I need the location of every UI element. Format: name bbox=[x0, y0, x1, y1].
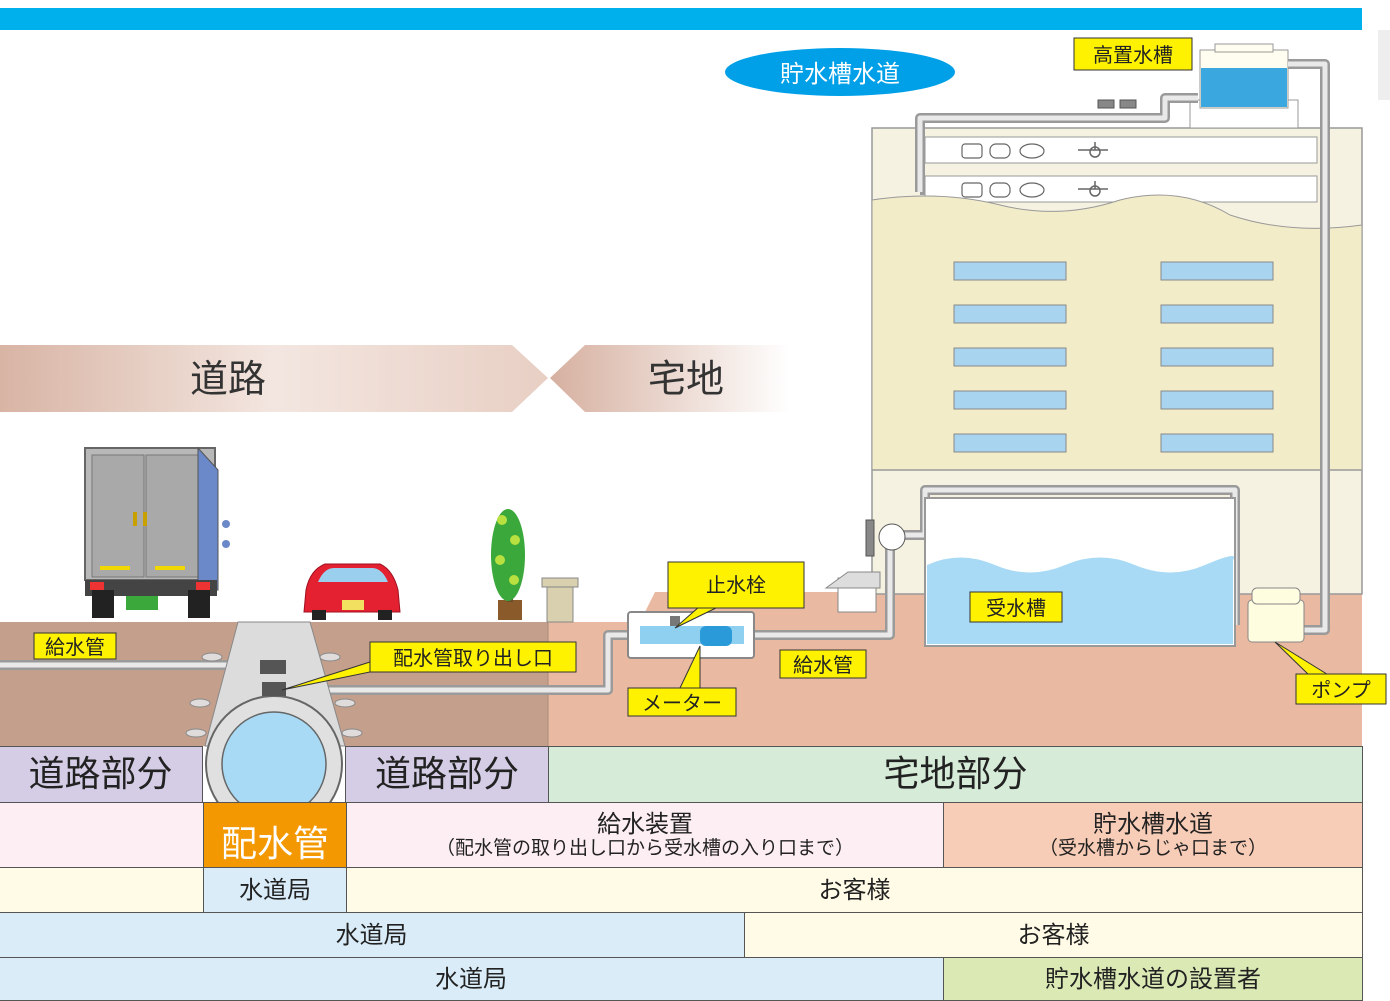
road-banner bbox=[0, 345, 548, 412]
row5-installer: 貯水槽水道の設置者 bbox=[943, 957, 1363, 1001]
residential-section: 宅地部分 bbox=[548, 746, 1363, 803]
road-section-left: 道路部分 bbox=[0, 746, 203, 803]
tank-system-note: （受水槽からじゃ口まで） bbox=[1038, 836, 1267, 859]
row3-bureau-text: 水道局 bbox=[239, 875, 311, 904]
residential-banner bbox=[550, 345, 790, 412]
truck bbox=[84, 446, 230, 618]
tank-system-cell: 貯水槽水道 （受水槽からじゃ口まで） bbox=[943, 802, 1363, 868]
main-pipe-text: 配水管 bbox=[220, 824, 329, 866]
row5-bureau-text: 水道局 bbox=[435, 964, 507, 993]
row3-customer: お客様 bbox=[346, 867, 1363, 913]
road-label: 道路 bbox=[190, 357, 266, 401]
elevated-tank-label: 高置水槽 bbox=[1093, 43, 1173, 67]
row4-customer-text: お客様 bbox=[1017, 920, 1090, 949]
water-tank-system-label: 貯水槽水道 bbox=[780, 60, 900, 88]
row5-installer-text: 貯水槽水道の設置者 bbox=[1045, 964, 1261, 993]
row4-customer: お客様 bbox=[744, 912, 1363, 958]
supply-pipe-right-label: 給水管 bbox=[793, 653, 853, 677]
road-section-right-text: 道路部分 bbox=[374, 753, 519, 795]
pump bbox=[1247, 599, 1305, 643]
residential-label: 宅地 bbox=[648, 357, 724, 401]
supply-pipe-left-label: 給水管 bbox=[45, 635, 105, 659]
row3-bureau: 水道局 bbox=[203, 867, 347, 913]
receiving-tank-label: 受水槽 bbox=[986, 596, 1046, 620]
row5-bureau: 水道局 bbox=[0, 957, 944, 1001]
residential-section-text: 宅地部分 bbox=[883, 753, 1028, 795]
tree bbox=[491, 509, 525, 620]
row3-customer-text: お客様 bbox=[818, 875, 891, 904]
supply-device-note: （配水管の取り出し口から受水槽の入り口まで） bbox=[435, 836, 854, 859]
meter-label: メーター bbox=[642, 691, 722, 715]
pump-label: ポンプ bbox=[1311, 678, 1370, 702]
row4-bureau-text: 水道局 bbox=[335, 920, 408, 949]
row3-left-blank bbox=[0, 867, 204, 913]
tank-system-title: 貯水槽水道 bbox=[1093, 810, 1213, 839]
supply-device-title: 給水装置 bbox=[597, 810, 693, 839]
main-outlet-label: 配水管取り出し口 bbox=[393, 646, 553, 670]
callout-labels: 高置水槽 給水管 配水管取り出し口 止水栓 メーター 給水管 受水槽 ポンプ bbox=[33, 37, 1387, 717]
stop-valve-label: 止水栓 bbox=[706, 573, 766, 597]
road-section-left-text: 道路部分 bbox=[28, 753, 173, 795]
supply-device-cell: 給水装置 （配水管の取り出し口から受水槽の入り口まで） bbox=[346, 802, 944, 868]
main-pipe-cell: 配水管 bbox=[203, 802, 347, 868]
header-bar bbox=[0, 8, 1362, 30]
row4-bureau: 水道局 bbox=[0, 912, 745, 958]
water-tank-system-badge bbox=[725, 48, 955, 96]
road-section-right: 道路部分 bbox=[345, 746, 549, 803]
building-windows bbox=[953, 261, 1274, 453]
car bbox=[303, 563, 401, 620]
row2-left-blank bbox=[0, 802, 204, 868]
